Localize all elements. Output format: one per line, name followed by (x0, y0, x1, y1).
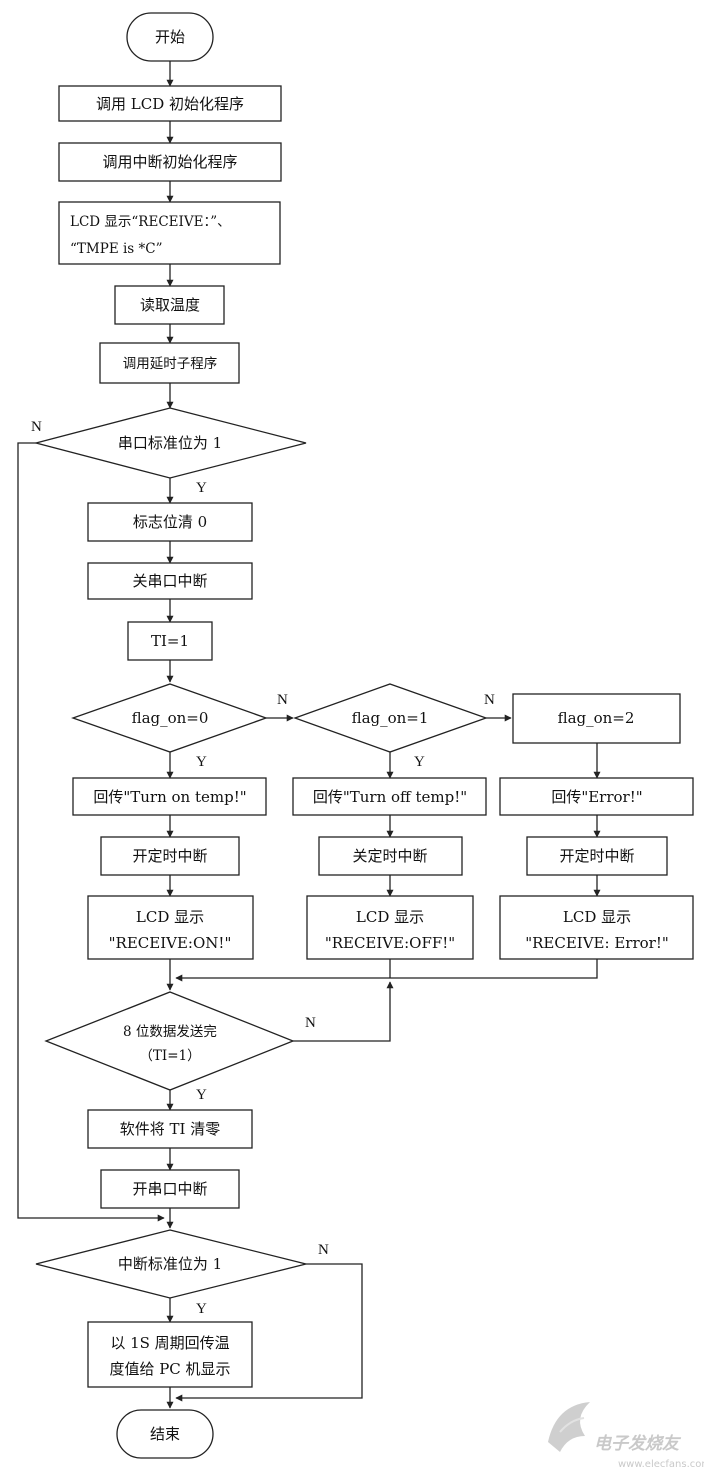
node-flag-on-2: flag_on=2 (512, 693, 681, 744)
node-send-done: 8 位数据发送完 （TI=1） (44, 991, 295, 1091)
edge-labels: N Y N Y N Y N Y N Y (31, 419, 495, 1317)
node-read-temp: 读取温度 (114, 285, 225, 325)
node-serial-flag: 串口标准位为 1 (33, 407, 307, 479)
node-reply-on: 回传"Turn on temp!" (72, 777, 267, 816)
watermark-text: 电子发烧友 (594, 1434, 682, 1454)
edge-serialflag-no (17, 442, 165, 1222)
node-reply-err: 回传"Error!" (499, 777, 694, 816)
node-delay: 调用延时子程序 (99, 342, 240, 384)
node-reply-off-label: 回传"Turn off temp!" (313, 788, 467, 806)
node-open-timer-2-label: 开定时中断 (559, 847, 634, 865)
node-delay-label: 调用延时子程序 (123, 356, 218, 372)
node-flag-on-2-label: flag_on=2 (558, 709, 635, 727)
edges (17, 61, 601, 1409)
label-f0-no: N (277, 692, 288, 708)
label-serial-yes: Y (196, 480, 207, 496)
label-int-yes: Y (196, 1301, 207, 1317)
node-ti-set-label: TI=1 (151, 632, 189, 650)
node-open-timer-1: 开定时中断 (100, 836, 240, 876)
watermark-logo-icon (548, 1402, 590, 1452)
node-flag-on-1: flag_on=1 (293, 683, 488, 753)
node-open-timer-2: 开定时中断 (526, 836, 668, 876)
label-f1-yes: Y (414, 754, 425, 770)
node-open-serial-label: 开串口中断 (132, 1180, 207, 1198)
node-end: 结束 (116, 1409, 214, 1459)
node-lcd-off-line2: "RECEIVE:OFF!" (325, 934, 455, 952)
node-lcd-on-line2: "RECEIVE:ON!" (109, 934, 232, 952)
node-int-flag-label: 中断标准位为 1 (118, 1255, 222, 1273)
node-send-done-line2: （TI=1） (139, 1048, 200, 1064)
node-clear-ti: 软件将 TI 清零 (87, 1109, 253, 1149)
watermark-url: www.elecfans.com (618, 1459, 704, 1470)
node-flag-on-1-label: flag_on=1 (352, 709, 429, 727)
node-clear-flag: 标志位清 0 (87, 502, 253, 542)
node-lcd-err-line1: LCD 显示 (563, 908, 631, 926)
node-reply-off: 回传"Turn off temp!" (292, 777, 487, 816)
node-close-serial: 关串口中断 (87, 562, 253, 600)
node-serial-flag-label: 串口标准位为 1 (118, 434, 222, 452)
node-send-done-line1: 8 位数据发送完 (123, 1024, 217, 1040)
node-int-flag: 中断标准位为 1 (35, 1229, 307, 1299)
node-lcd-show: LCD 显示“RECEIVE：”、 “TMPE is *C” (58, 201, 281, 265)
node-close-serial-label: 关串口中断 (132, 572, 207, 590)
node-send-pc-line1: 以 1S 周期回传温 (110, 1334, 229, 1352)
node-clear-ti-label: 软件将 TI 清零 (120, 1120, 220, 1138)
nodes: 开始 调用 LCD 初始化程序 调用中断初始化程序 LCD 显示“RECEIVE… (33, 12, 694, 1459)
node-flag-on-0: flag_on=0 (71, 683, 268, 753)
edge-lcderr-merge (175, 959, 598, 982)
node-ti-set: TI=1 (127, 621, 213, 661)
node-open-serial: 开串口中断 (100, 1169, 240, 1209)
node-lcd-off: LCD 显示 "RECEIVE:OFF!" (306, 895, 474, 960)
node-end-label: 结束 (150, 1425, 180, 1443)
node-int-init: 调用中断初始化程序 (58, 142, 282, 182)
node-lcd-off-line1: LCD 显示 (356, 908, 424, 926)
node-lcd-init: 调用 LCD 初始化程序 (58, 85, 282, 122)
node-start: 开始 (126, 12, 214, 62)
node-lcd-show-line1: LCD 显示“RECEIVE：”、 (70, 214, 231, 230)
edge-intflag-no (175, 1263, 363, 1402)
node-lcd-on-line1: LCD 显示 (136, 908, 204, 926)
edge-senddone-no (293, 981, 394, 1042)
node-clear-flag-label: 标志位清 0 (133, 513, 207, 531)
node-lcd-on: LCD 显示 "RECEIVE:ON!" (87, 895, 254, 960)
node-int-init-label: 调用中断初始化程序 (102, 153, 237, 171)
label-serial-no: N (31, 419, 42, 435)
node-lcd-err-line2: "RECEIVE: Error!" (525, 934, 669, 952)
node-flag-on-0-label: flag_on=0 (132, 709, 209, 727)
label-f0-yes: Y (196, 754, 207, 770)
label-send-yes: Y (196, 1087, 207, 1103)
label-send-no: N (305, 1015, 316, 1031)
node-lcd-show-line2: “TMPE is *C” (70, 241, 162, 257)
node-send-pc: 以 1S 周期回传温 度值给 PC 机显示 (87, 1321, 253, 1388)
label-f1-no: N (484, 692, 495, 708)
label-int-no: N (318, 1242, 329, 1258)
watermark: 电子发烧友 www.elecfans.com (548, 1402, 704, 1470)
node-open-timer-1-label: 开定时中断 (132, 847, 207, 865)
node-close-timer-label: 关定时中断 (352, 847, 427, 865)
node-reply-on-label: 回传"Turn on temp!" (93, 788, 246, 806)
node-reply-err-label: 回传"Error!" (551, 788, 642, 806)
node-send-pc-line2: 度值给 PC 机显示 (109, 1360, 230, 1378)
node-lcd-init-label: 调用 LCD 初始化程序 (96, 95, 244, 113)
node-close-timer: 关定时中断 (318, 836, 463, 876)
node-read-temp-label: 读取温度 (140, 296, 200, 314)
node-start-label: 开始 (155, 28, 185, 46)
node-lcd-err: LCD 显示 "RECEIVE: Error!" (499, 895, 694, 960)
